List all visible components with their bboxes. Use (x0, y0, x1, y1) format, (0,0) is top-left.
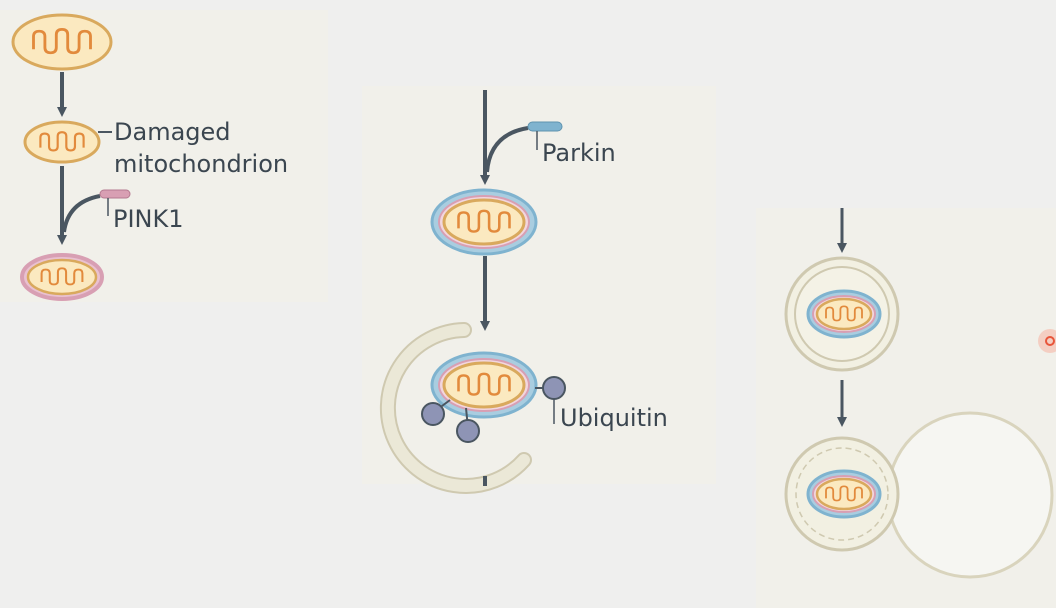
cursor-indicator (1038, 329, 1056, 353)
engulfed-mitochondrion (806, 289, 882, 339)
pink1-marker (99, 189, 131, 199)
healthy-mitochondrion (11, 13, 113, 71)
pink1-label: PINK1 (113, 205, 184, 233)
parkin-marker (527, 121, 563, 132)
autolysosome-inner (795, 447, 889, 541)
damaged-mitochondrion (23, 120, 101, 164)
panel-parkin-background (362, 86, 716, 484)
ubiquitin-sphere-2 (421, 402, 445, 426)
damaged-label-line2: mitochondrion (114, 150, 289, 178)
ubiquitin-sphere-3 (456, 419, 480, 443)
pink1-recruit-curve (62, 194, 101, 233)
parkin-recruit-curve (485, 126, 529, 173)
ubiquitin-sphere-1 (542, 376, 566, 400)
degrading-mitochondrion (806, 469, 882, 519)
ubiquitinated-mitochondrion (430, 351, 538, 419)
pink1-coated-mitochondrion (20, 253, 104, 301)
ubiquitin-label: Ubiquitin (560, 404, 668, 432)
lysosome (886, 411, 1054, 579)
parkin-label: Parkin (542, 139, 616, 167)
damaged-label-line1: Damaged (114, 118, 231, 146)
cursor-indicator-dot (1045, 336, 1055, 346)
parkin-coated-mitochondrion (430, 188, 538, 256)
